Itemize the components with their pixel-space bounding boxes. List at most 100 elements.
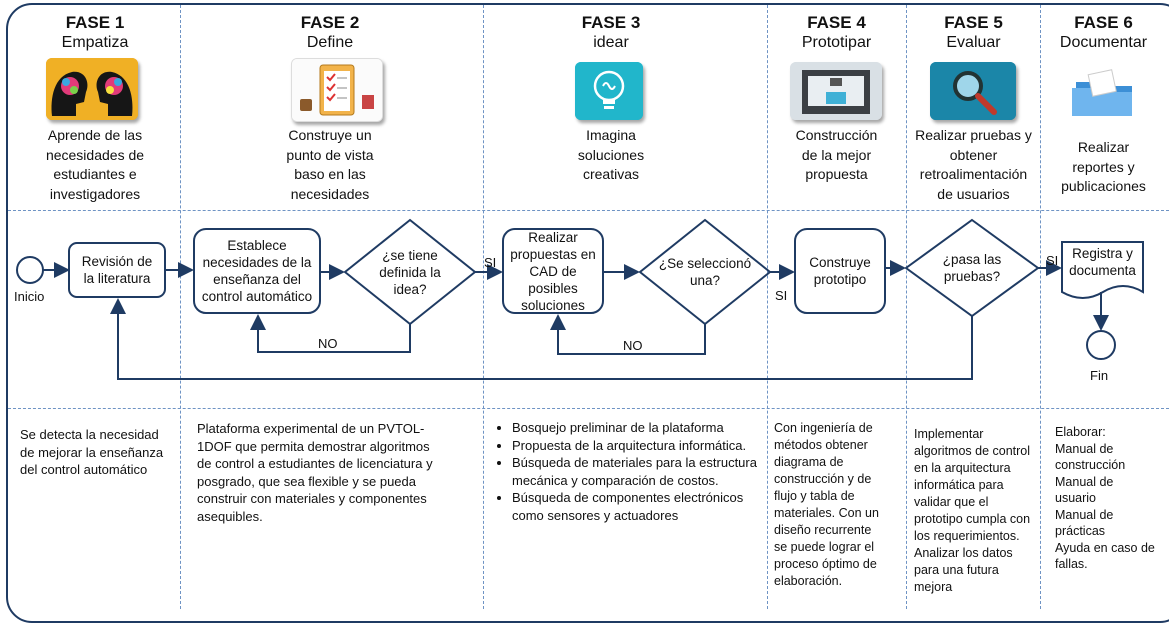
detail-line: Implementar xyxy=(914,427,984,441)
checklist-clipboard-icon xyxy=(291,58,383,122)
end-node xyxy=(1086,330,1116,360)
desc-line: punto de vista xyxy=(286,146,374,163)
phase-subtitle: Evaluar xyxy=(946,34,1001,51)
detail-line: Manual de xyxy=(1055,474,1114,489)
magnifier-icon xyxy=(930,62,1016,120)
no-label: NO xyxy=(623,338,643,353)
detail-line: construcción xyxy=(1055,458,1126,472)
detail-line: en la arquitectura xyxy=(914,461,1011,475)
bullet-item: Búsqueda de componentes electrónicos com… xyxy=(512,489,762,524)
detail-col-5: Implementar algoritmos de control en la … xyxy=(914,426,1040,596)
detail-line: los requerimientos. xyxy=(914,529,1020,543)
phase-subtitle: Empatiza xyxy=(61,34,129,51)
node-line: propuestas en xyxy=(510,246,596,262)
3d-printer-icon xyxy=(790,62,882,120)
phase-3-header: FASE 3 idear xyxy=(536,13,686,52)
detail-col-3: Bosquejo preliminar de la plataforma Pro… xyxy=(494,419,762,524)
register-node xyxy=(1061,241,1144,299)
desc-line: baso en las xyxy=(294,166,366,182)
node-line: necesidades de la xyxy=(202,255,312,270)
detail-line: materiales. Con un xyxy=(774,506,879,520)
detail-line: de control a estudiantes de licenciatura… xyxy=(197,456,433,471)
detail-line: Se detecta la necesidad xyxy=(20,427,159,442)
node-line: definida la xyxy=(379,264,441,280)
no-label: NO xyxy=(318,336,338,351)
desc-line: Realizar xyxy=(1077,139,1130,155)
node-line: prototipo xyxy=(813,272,867,287)
detail-line: Con ingeniería de xyxy=(774,421,873,435)
detail-line: construcción y de xyxy=(774,472,872,486)
detail-line: asequibles. xyxy=(197,508,263,524)
node-line: soluciones xyxy=(521,297,585,313)
detail-col-1: Se detecta la necesidad de mejorar la en… xyxy=(20,426,178,479)
phase-subtitle: Define xyxy=(306,34,354,51)
lightbulb-icon xyxy=(575,62,643,120)
phase-title: FASE 2 xyxy=(300,13,360,32)
detail-line: validar que el xyxy=(914,495,989,509)
detail-line: prácticas xyxy=(1055,524,1106,538)
desc-line: retroalimentación xyxy=(919,166,1028,182)
detail-col-6: Elaborar: Manual de construcción Manual … xyxy=(1055,424,1167,573)
node-line: Realizar xyxy=(528,229,578,245)
detail-line: se puede lograr el xyxy=(774,540,875,554)
start-label: Inicio xyxy=(14,289,45,304)
node-line: una? xyxy=(689,273,721,288)
yes-label: SI xyxy=(484,255,497,270)
detail-line: diagrama de xyxy=(774,455,844,469)
yes-label: SI xyxy=(775,288,788,303)
desc-line: Realizar pruebas y xyxy=(915,127,1032,143)
detail-line: mejora xyxy=(914,580,953,594)
phase-1-description: Aprende de las necesidades de estudiante… xyxy=(20,126,170,204)
phase-4-header: FASE 4 Prototipar xyxy=(768,13,905,52)
detail-line: del control automático xyxy=(20,462,148,477)
column-divider xyxy=(483,5,484,609)
column-divider xyxy=(906,5,907,609)
phase-2-description: Construye un punto de vista baso en las … xyxy=(255,126,405,204)
node-line: Construye xyxy=(809,255,871,270)
column-divider xyxy=(1040,5,1041,609)
desc-line: necesidades xyxy=(290,185,370,202)
phase-title: FASE 4 xyxy=(807,13,866,32)
review-text: Revisión de la literatura xyxy=(69,243,165,297)
detail-line: fallas. xyxy=(1055,557,1088,571)
phase-title: FASE 6 xyxy=(1074,13,1133,32)
phase-1-header: FASE 1 Empatiza xyxy=(20,13,170,52)
phase-subtitle: Documentar xyxy=(1059,34,1148,51)
desc-line: reportes y xyxy=(1072,158,1135,175)
end-label: Fin xyxy=(1090,368,1109,383)
detail-line: Ayuda en caso de xyxy=(1055,540,1155,555)
desc-line: creativas xyxy=(582,166,640,182)
detail-line: Analizar los datos xyxy=(914,546,1013,560)
node-line: control automático xyxy=(201,289,313,304)
detail-line: 1DOF que permita demostrar algoritmos xyxy=(197,438,430,454)
node-line: idea? xyxy=(393,281,427,297)
node-line: la literatura xyxy=(83,271,151,286)
desc-line: publicaciones xyxy=(1061,178,1146,194)
column-divider xyxy=(180,5,181,609)
phase-5-description: Realizar pruebas y obtener retroalimenta… xyxy=(907,126,1040,204)
node-line: pruebas? xyxy=(943,269,1001,284)
node-line: Establece xyxy=(227,238,287,253)
phase-subtitle: Prototipar xyxy=(801,34,872,51)
detail-line: de mejorar la enseñanza xyxy=(20,444,164,460)
phase-6-header: FASE 6 Documentar xyxy=(1041,13,1166,52)
detail-col-2: Plataforma experimental de un PVTOL- 1DO… xyxy=(197,420,479,525)
phase-5-header: FASE 5 Evaluar xyxy=(907,13,1040,52)
detail-line: Plataforma experimental de un PVTOL- xyxy=(197,421,425,436)
phase-2-header: FASE 2 Define xyxy=(255,13,405,52)
desc-line: necesidades de xyxy=(45,146,145,163)
detail-line: informática para xyxy=(914,478,1004,492)
desc-line: de la mejor xyxy=(801,146,872,163)
node-line: Revisión de xyxy=(81,254,153,269)
bullet-item: Bosquejo preliminar de la plataforma xyxy=(512,419,762,437)
node-line: ¿pasa las xyxy=(942,252,1002,267)
phase-title: FASE 3 xyxy=(581,13,641,32)
desc-line: Imagina xyxy=(586,127,636,143)
yes-label: SI xyxy=(1046,253,1059,268)
flowchart xyxy=(16,218,1144,380)
decision-3-text: ¿pasa las pruebas? xyxy=(920,246,1024,290)
detail-line: elaboración. xyxy=(774,574,843,588)
